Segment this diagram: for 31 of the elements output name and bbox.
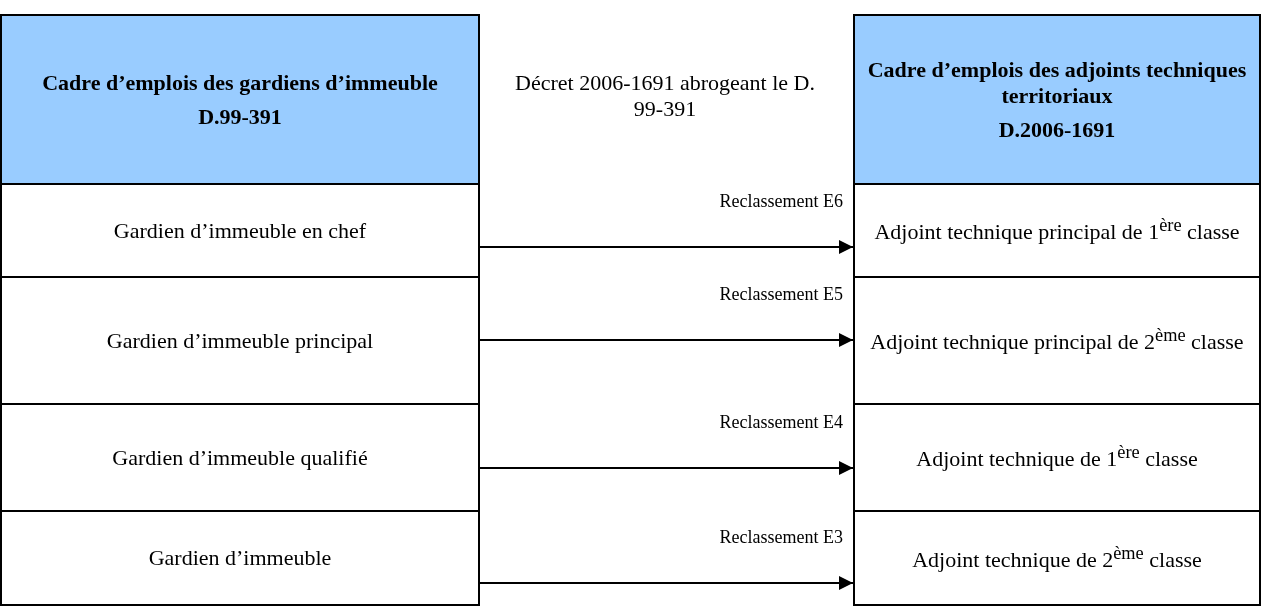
cell-text: Adjoint technique principal de 1$^{ère}$ classe [874, 215, 1240, 246]
cell-text: Adjoint technique principal de 2$^{ème}$ classe [870, 325, 1244, 356]
table-cell [853, 510, 1261, 606]
edge-label: Reclassement E3 [718, 527, 843, 549]
header-cell [0, 14, 480, 185]
table-cell [853, 403, 1261, 512]
table-cell [0, 183, 480, 278]
cell-text: Adjoint technique de 2$^{ème}$ classe [912, 542, 1202, 574]
table-cell [853, 183, 1261, 278]
edge-label: Reclassement E4 [718, 412, 843, 434]
arrow [479, 333, 854, 347]
header-cell [853, 14, 1261, 185]
cell-text: Adjoint technique de 1$^{ère}$ classe [916, 442, 1198, 473]
header-text: D.99-391 [198, 103, 282, 130]
cell-text: Gardien d’immeuble [148, 545, 332, 571]
edge-label: Reclassement E5 [718, 284, 843, 306]
table-cell [0, 510, 480, 606]
header-text: Cadre d’emplois des adjoints techniques territoriaux [866, 56, 1248, 109]
cell-text: Gardien d’immeuble qualifié [112, 444, 368, 471]
table-cell [0, 276, 480, 405]
note-text: Décret 2006-1691 abrogeant le D. 99-391 [514, 70, 816, 122]
header-text: Cadre d’emplois des gardiens d’immeuble [42, 69, 438, 96]
arrow [479, 576, 854, 590]
arrow [479, 461, 854, 475]
cell-text: Gardien d’immeuble en chef [113, 217, 367, 244]
table-cell [853, 276, 1261, 405]
cell-text: Gardien d’immeuble principal [106, 327, 374, 354]
edge-label: Reclassement E6 [718, 191, 843, 213]
header-text: D.2006-1691 [998, 116, 1116, 143]
table-cell [0, 403, 480, 512]
arrow [479, 240, 854, 254]
